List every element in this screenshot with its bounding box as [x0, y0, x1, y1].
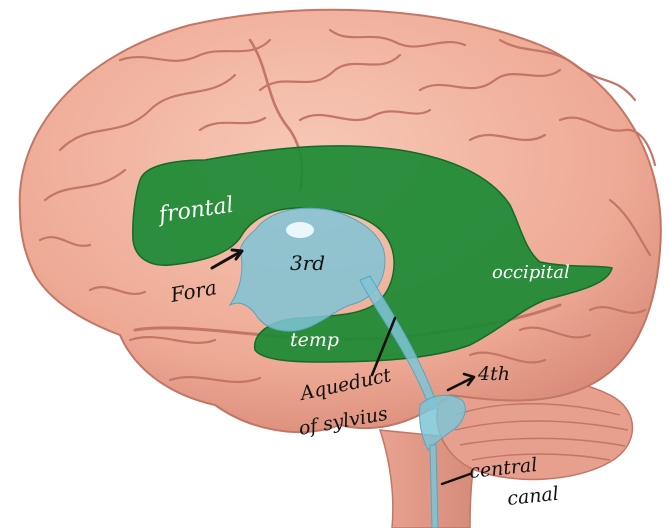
label-third: 3rd	[290, 251, 325, 275]
label-fourth: 4th	[477, 363, 510, 385]
central-canal	[430, 445, 438, 528]
label-temporal: temp	[290, 329, 339, 351]
interthalamic-highlight	[286, 222, 314, 238]
label-central-line2: canal	[506, 483, 560, 510]
label-occipital: occipital	[492, 262, 570, 283]
